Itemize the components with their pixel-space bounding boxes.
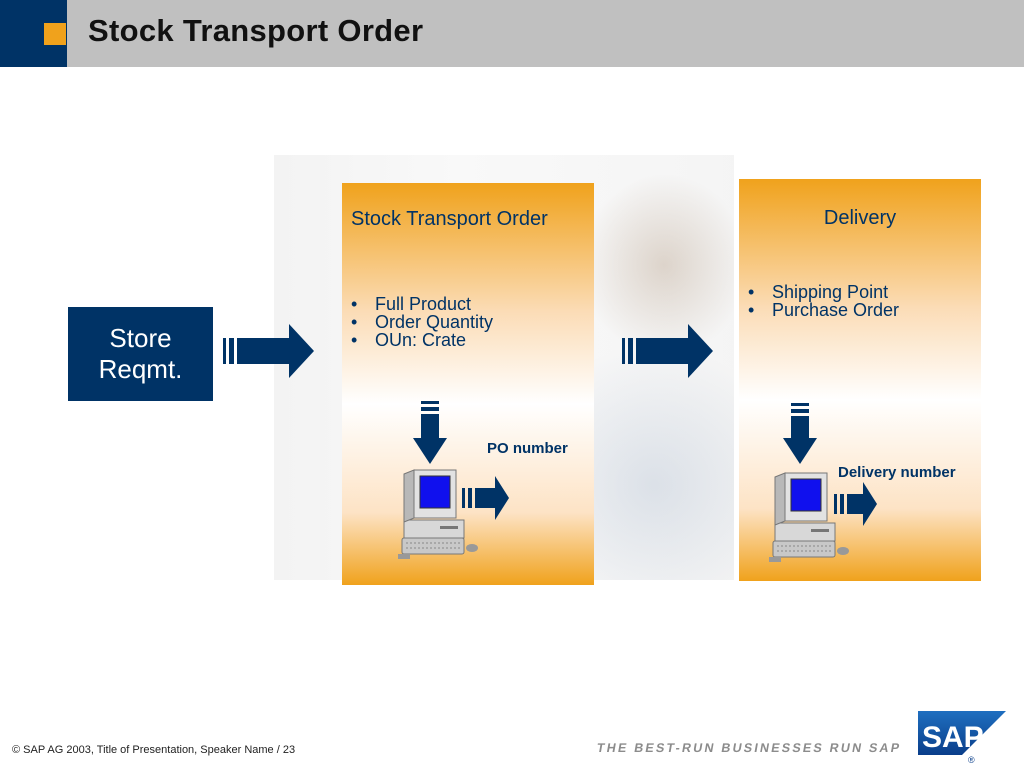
footer-copyright: © SAP AG 2003, Title of Presentation, Sp… [12, 744, 296, 756]
delivery-panel-title: Delivery [823, 207, 897, 229]
computer-icon [398, 469, 478, 559]
store-box-line1: Store [109, 323, 172, 353]
arrow-down-icon [783, 403, 817, 464]
arrow-right-icon [223, 324, 314, 378]
sto-bullet-list: Full Product Order Quantity OUn: Crate [342, 295, 493, 349]
list-item: OUn: Crate [342, 331, 493, 349]
sap-logo: SAP ® [918, 711, 1006, 765]
registered-mark: ® [968, 755, 975, 765]
computer-icon [769, 472, 849, 562]
list-item: Purchase Order [739, 301, 899, 319]
arrow-right-icon [622, 324, 713, 378]
arrow-right-icon [462, 476, 509, 520]
sap-logo-text: SAP [922, 721, 984, 754]
store-requirement-box: Store Reqmt. [68, 307, 213, 401]
list-item: Full Product [342, 295, 493, 313]
header-bar [67, 0, 1024, 67]
store-box-line2: Reqmt. [98, 354, 183, 384]
header-orange-square [44, 23, 66, 45]
footer-tagline: THE BEST-RUN BUSINESSES RUN SAP [595, 741, 903, 755]
stock-transport-order-panel: Stock Transport Order Full Product Order… [342, 183, 594, 585]
po-number-label: PO number [487, 440, 568, 457]
arrow-down-icon [413, 401, 447, 464]
delivery-panel: Delivery Shipping Point Purchase Order D… [739, 179, 981, 581]
list-item: Order Quantity [342, 313, 493, 331]
delivery-number-label: Delivery number [838, 464, 956, 481]
arrow-right-icon [834, 482, 877, 526]
delivery-bullet-list: Shipping Point Purchase Order [739, 283, 899, 319]
page-title: Stock Transport Order [88, 13, 424, 48]
sto-panel-title: Stock Transport Order [351, 208, 548, 230]
list-item: Shipping Point [739, 283, 899, 301]
